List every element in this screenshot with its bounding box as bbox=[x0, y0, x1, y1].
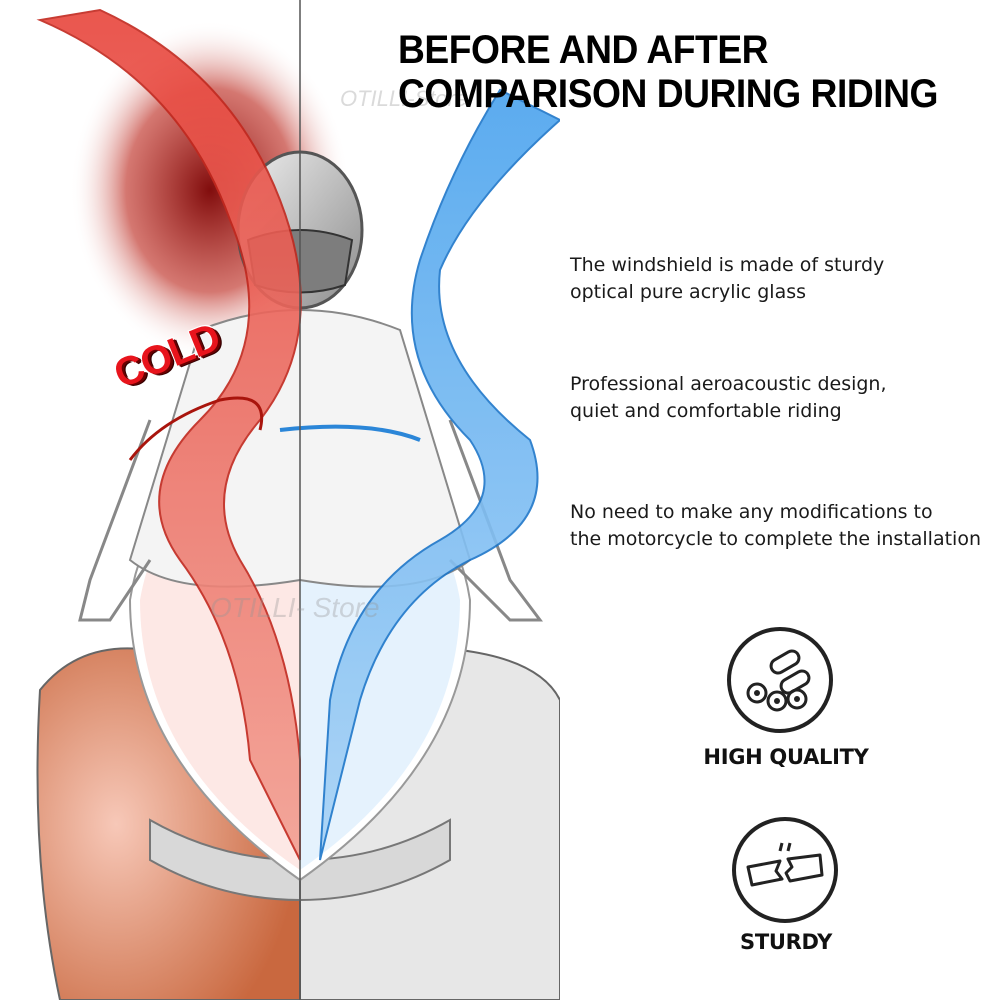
rider-airflow-illustration bbox=[36, 0, 560, 1000]
feature-acrylic-glass: The windshield is made of sturdy optical… bbox=[570, 252, 884, 306]
blue-airflow bbox=[319, 88, 560, 861]
badge-label-sturdy: STURDY bbox=[740, 930, 832, 954]
feature-line: optical pure acrylic glass bbox=[570, 281, 807, 303]
badge-label-high-quality: HIGH QUALITY bbox=[703, 745, 869, 769]
headlight-right bbox=[299, 818, 451, 902]
feature-line: the motorcycle to complete the installat… bbox=[570, 528, 981, 550]
page-title: BEFORE AND AFTER COMPARISON DURING RIDIN… bbox=[398, 28, 938, 116]
rider-arm-left bbox=[78, 419, 152, 622]
broken-bar-icon bbox=[732, 817, 838, 923]
rolls-icon bbox=[727, 627, 833, 733]
feature-aeroacoustic: Professional aeroacoustic design, quiet … bbox=[570, 371, 887, 425]
feature-line: The windshield is made of sturdy bbox=[570, 254, 885, 276]
title-line-1: BEFORE AND AFTER bbox=[398, 28, 769, 72]
feature-line: No need to make any modifications to bbox=[570, 501, 933, 523]
red-airflow-ribbon bbox=[128, 396, 263, 461]
feature-line: Professional aeroacoustic design, bbox=[570, 373, 887, 395]
title-line-2: COMPARISON DURING RIDING bbox=[398, 72, 938, 116]
feature-no-modification: No need to make any modifications to the… bbox=[570, 499, 981, 553]
red-airflow bbox=[36, 8, 302, 861]
feature-line: quiet and comfortable riding bbox=[570, 400, 842, 422]
watermark-mid: OTILLI- Store bbox=[210, 592, 380, 623]
watermark-top: OTILLI-Store bbox=[340, 86, 468, 111]
